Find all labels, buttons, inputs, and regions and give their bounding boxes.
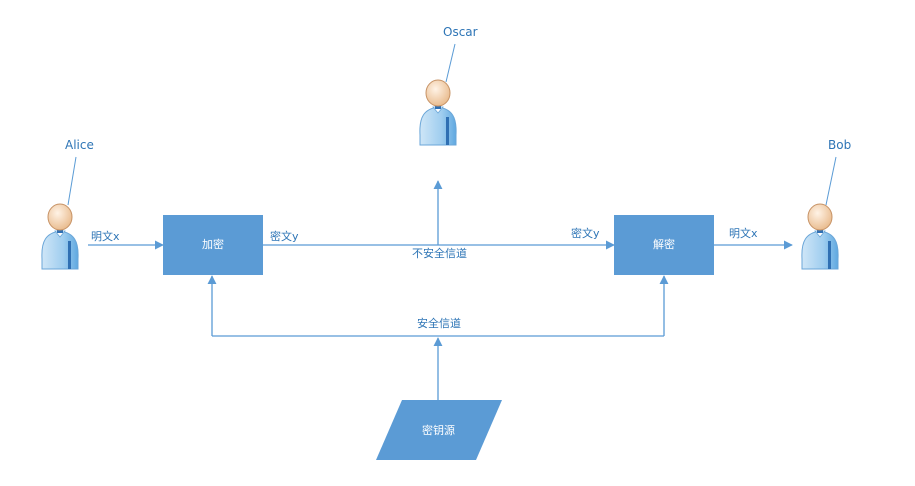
alice-label: Alice (65, 138, 94, 152)
bob-label: Bob (828, 138, 852, 152)
ciphertext-out-label: 密文y (270, 230, 299, 243)
oscar-callout-line (445, 43, 456, 83)
plaintext-out-label: 明文x (729, 227, 758, 240)
secure-channel-label: 安全信道 (417, 317, 461, 330)
key-source-label: 密钥源 (422, 424, 455, 437)
insecure-channel-label: 不安全信道 (412, 247, 467, 260)
encrypt-box (163, 215, 263, 275)
alice-person-icon (41, 203, 79, 270)
decrypt-box (614, 215, 714, 275)
encrypt-label: 加密 (202, 238, 224, 251)
bob-callout-line (825, 156, 837, 206)
decrypt-label: 解密 (653, 238, 675, 251)
key-source-parallelogram (376, 400, 502, 460)
oscar-label: Oscar (443, 25, 478, 39)
plaintext-in-label: 明文x (91, 230, 120, 243)
ciphertext-in-label: 密文y (571, 227, 600, 240)
oscar-person-icon (419, 79, 457, 146)
alice-callout-line (67, 156, 77, 206)
bob-person-icon (801, 203, 839, 270)
